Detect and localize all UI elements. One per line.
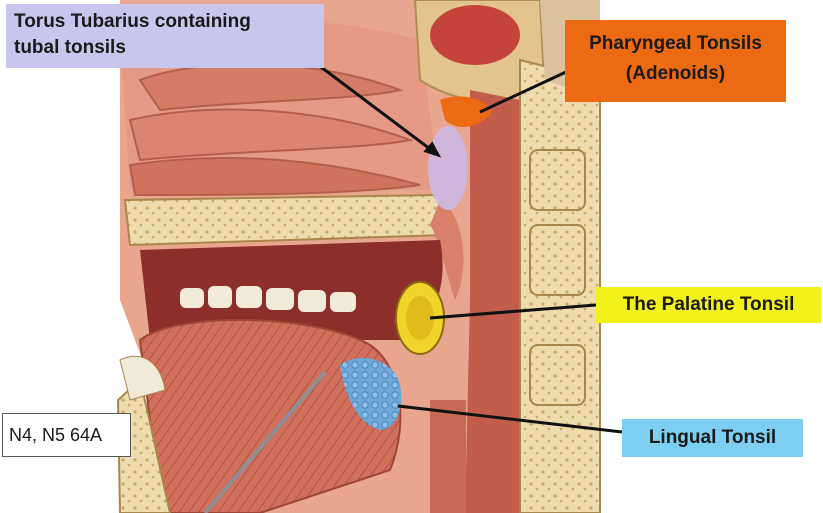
pharyngeal-label-line1: Pharyngeal Tonsils xyxy=(565,29,786,59)
vertebra-1 xyxy=(530,150,585,210)
torus-label-line2: tubal tonsils xyxy=(14,37,126,58)
vertebra-3 xyxy=(530,345,585,405)
pharyngeal-label-line2: (Adenoids) xyxy=(565,59,786,89)
torus-tubarius-label: Torus Tubarius containing tubal tonsils xyxy=(6,4,324,68)
sinus-cavity xyxy=(430,5,520,65)
hard-palate xyxy=(125,195,445,245)
epiglottis xyxy=(430,400,466,513)
netter-reference-label: N4, N5 64A xyxy=(2,413,131,457)
lingual-tonsil-label: Lingual Tonsil xyxy=(622,419,803,457)
torus-label-line1: Torus Tubarius containing xyxy=(14,11,251,32)
torus-tubarius xyxy=(428,126,468,210)
vertebra-2 xyxy=(530,225,585,295)
palatine-tonsil-label: The Palatine Tonsil xyxy=(596,287,821,323)
pharyngeal-tonsils-label: Pharyngeal Tonsils (Adenoids) xyxy=(565,20,786,102)
pharyngeal-wall xyxy=(465,90,520,513)
